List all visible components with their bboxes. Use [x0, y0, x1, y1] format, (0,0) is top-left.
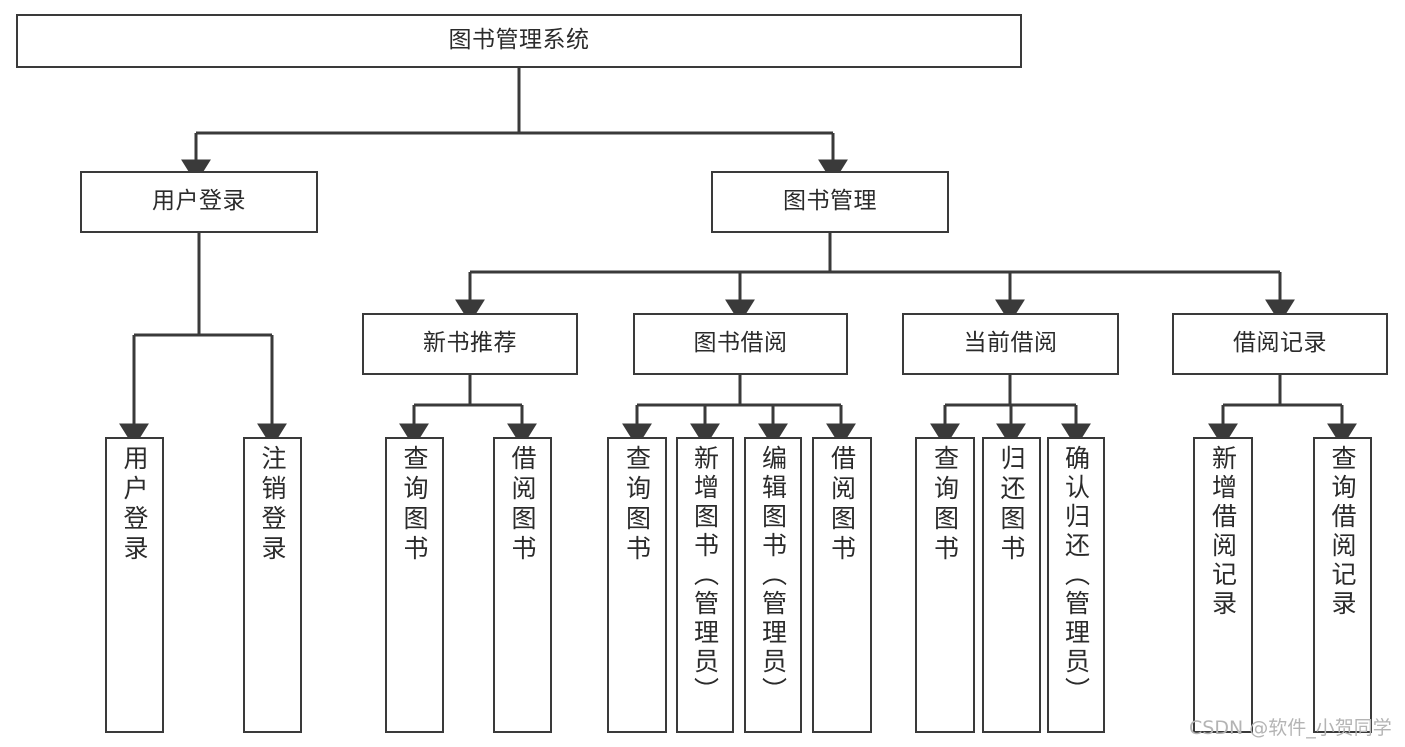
- node-label: 图书管理: [783, 188, 877, 215]
- node-label: 用户登录: [120, 445, 149, 565]
- node-leaf-borrow-book[interactable]: 借阅图书: [812, 437, 872, 733]
- node-leaf-return-book[interactable]: 归还图书: [982, 437, 1041, 733]
- node-label: 图书管理系统: [448, 27, 590, 54]
- node-borrow-record[interactable]: 借阅记录: [1172, 313, 1388, 375]
- node-label: 借阅图书: [827, 445, 857, 565]
- node-label: 注销登录: [258, 445, 287, 565]
- node-label: 借阅记录: [1233, 330, 1327, 357]
- node-leaf-add-book-admin[interactable]: 新增图书（管理员）: [676, 437, 734, 733]
- node-leaf-logout[interactable]: 注销登录: [243, 437, 302, 733]
- node-leaf-query-borrow-record[interactable]: 查询借阅记录: [1313, 437, 1372, 733]
- node-leaf-query-book-borrow[interactable]: 查询图书: [607, 437, 667, 733]
- node-leaf-query-book-recommend[interactable]: 查询图书: [385, 437, 444, 733]
- node-book-borrow[interactable]: 图书借阅: [633, 313, 848, 375]
- node-label: 借阅图书: [508, 445, 537, 565]
- node-label: 新书推荐: [423, 330, 517, 357]
- node-label: 查询图书: [622, 445, 652, 565]
- node-root-book-management-system[interactable]: 图书管理系统: [16, 14, 1022, 68]
- node-leaf-confirm-return-admin[interactable]: 确认归还（管理员）: [1047, 437, 1105, 733]
- node-label: 确认归还（管理员）: [1061, 445, 1091, 706]
- node-label: 编辑图书（管理员）: [758, 445, 788, 706]
- node-label: 新增借阅记录: [1208, 445, 1238, 619]
- node-label: 用户登录: [152, 188, 246, 215]
- node-label: 查询借阅记录: [1328, 445, 1357, 619]
- node-new-book-recommend[interactable]: 新书推荐: [362, 313, 578, 375]
- node-label: 新增图书（管理员）: [690, 445, 720, 706]
- csdn-watermark: CSDN @软件_小贺同学: [1189, 717, 1392, 739]
- node-user-login[interactable]: 用户登录: [80, 171, 318, 233]
- node-leaf-edit-book-admin[interactable]: 编辑图书（管理员）: [744, 437, 802, 733]
- node-book-management[interactable]: 图书管理: [711, 171, 949, 233]
- node-label: 归还图书: [997, 445, 1026, 565]
- node-leaf-add-borrow-record[interactable]: 新增借阅记录: [1193, 437, 1253, 733]
- node-label: 查询图书: [930, 445, 960, 565]
- node-label: 图书借阅: [693, 330, 788, 357]
- node-current-borrow[interactable]: 当前借阅: [902, 313, 1119, 375]
- node-leaf-query-book-current[interactable]: 查询图书: [915, 437, 975, 733]
- node-leaf-borrow-book-recommend[interactable]: 借阅图书: [493, 437, 552, 733]
- node-label: 查询图书: [400, 445, 429, 565]
- node-label: 当前借阅: [963, 330, 1058, 357]
- node-leaf-user-login[interactable]: 用户登录: [105, 437, 164, 733]
